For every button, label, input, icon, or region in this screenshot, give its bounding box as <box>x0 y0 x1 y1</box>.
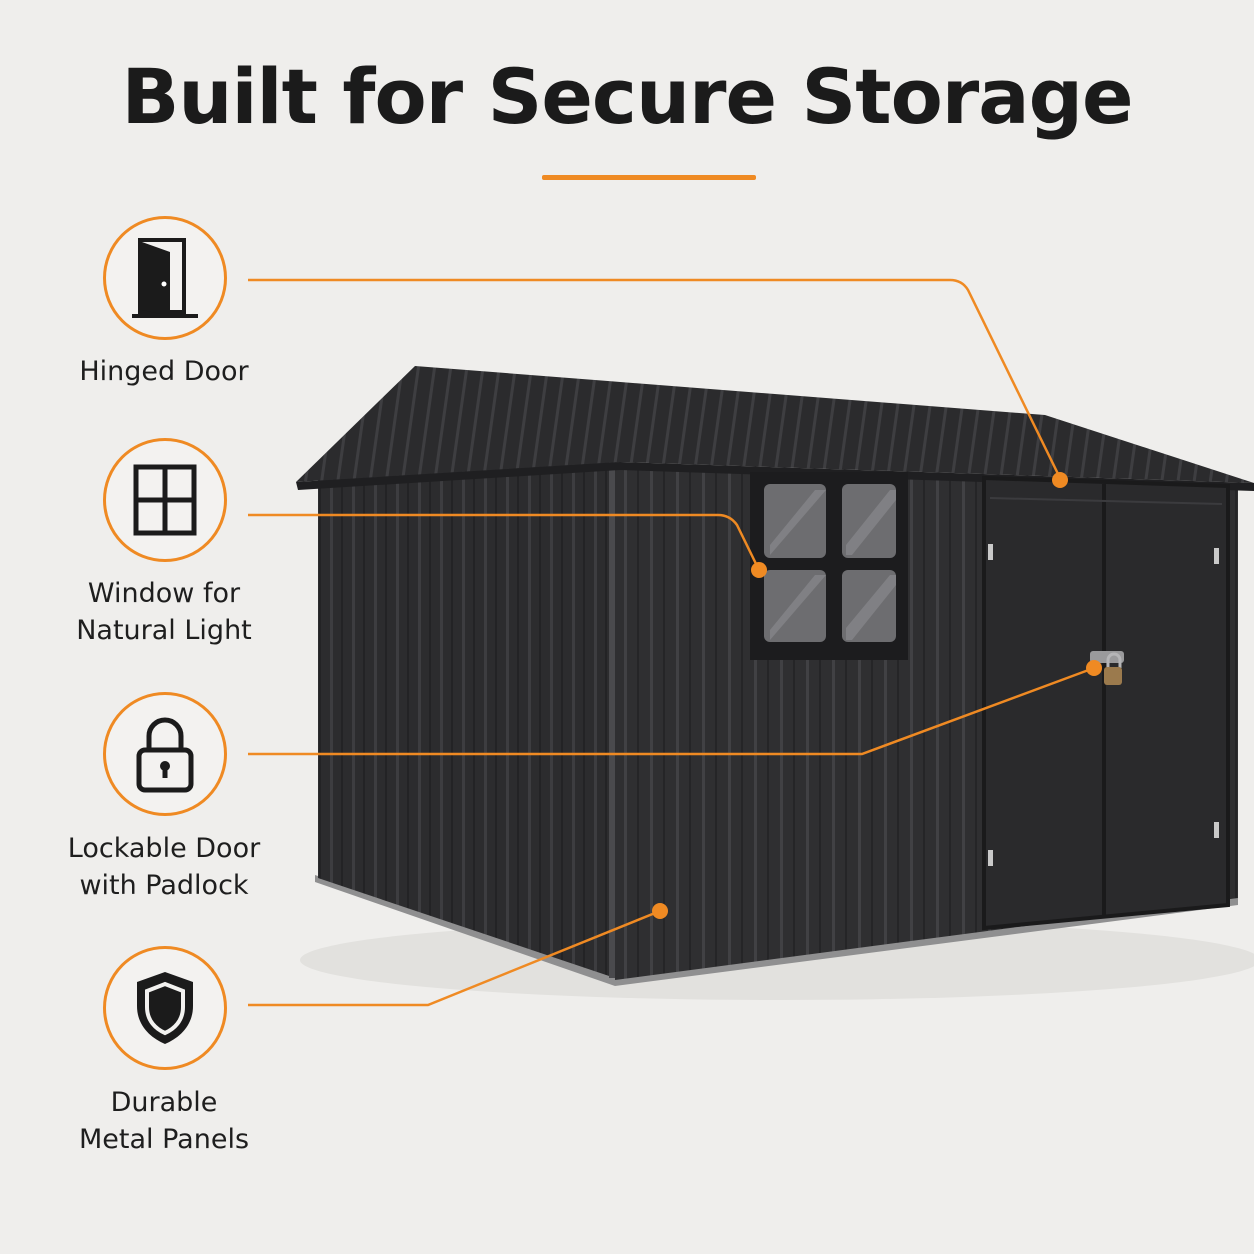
padlock-icon <box>136 717 194 793</box>
callout-lines <box>248 278 1095 1007</box>
roof-edge <box>296 462 1254 491</box>
callout-line-window <box>248 513 761 571</box>
shield-icon <box>137 972 193 1044</box>
roof <box>296 366 1254 483</box>
feature-badge-window <box>103 438 227 562</box>
feature-label-padlock: Lockable Door with Padlock <box>67 833 261 901</box>
shed-padlock <box>1090 651 1124 685</box>
feature-badge-door <box>103 216 227 340</box>
feature-label-door: Hinged Door <box>79 356 249 387</box>
callout-line-door <box>248 278 1062 479</box>
feature-badge-shield <box>103 946 227 1070</box>
title-underline <box>542 175 756 180</box>
feature-label-window: Window for Natural Light <box>76 578 252 646</box>
side-wall <box>318 375 615 978</box>
callout-line-panels <box>248 909 661 1007</box>
door-icon <box>132 238 198 318</box>
shed-doors <box>982 475 1230 931</box>
callout-line-padlock <box>248 666 1095 756</box>
feature-label-shield: Durable Metal Panels <box>78 1087 250 1155</box>
callout-dots <box>652 472 1102 919</box>
page-title: Built for Secure Storage <box>121 52 1133 141</box>
shed-window <box>750 472 908 660</box>
feature-badge-padlock <box>103 692 227 816</box>
window-icon <box>133 464 197 536</box>
